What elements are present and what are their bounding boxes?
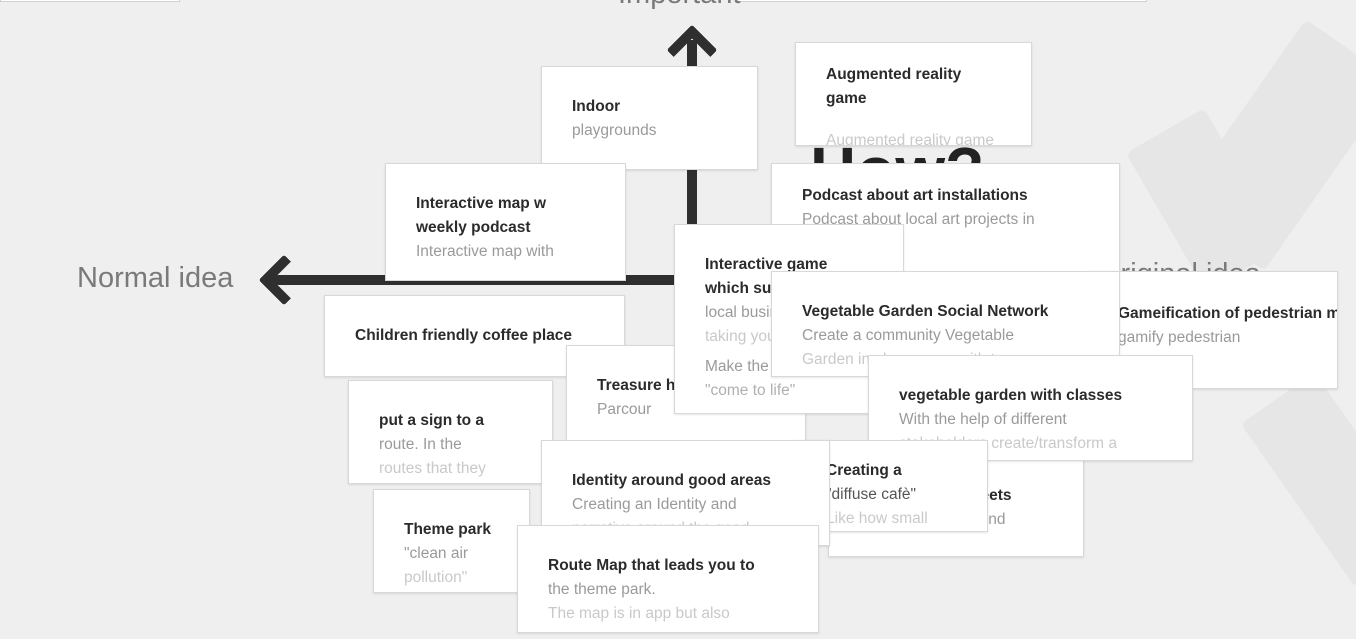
axis-label-left: Normal idea	[77, 262, 234, 294]
note-body-extra: routes that they	[379, 460, 486, 477]
note-title: Treasure hunt	[597, 377, 700, 394]
note-title: Gameification of pedestrian movementgive	[1118, 305, 1337, 322]
sticky-note[interactable]: Route Map that leads you to the theme pa…	[517, 525, 819, 633]
note-body-extra: The map is in app but also	[548, 605, 730, 622]
note-body: Creating an Identity and	[572, 496, 737, 513]
note-body-extra: Like how small	[826, 510, 928, 527]
note-title: vegetable garden with classes	[899, 387, 1123, 404]
sticky-note[interactable]: Indoor playgrounds	[541, 66, 758, 170]
note-body: the theme park.	[548, 581, 656, 598]
note-title: Theme park	[404, 521, 492, 538]
top-frame-right	[735, 0, 1147, 2]
sticky-note[interactable]: Theme park "clean air pollution" theme	[373, 489, 530, 593]
note-body: Parcour	[597, 401, 652, 418]
note-title: Route Map that leads you to	[548, 557, 755, 574]
note-title: Creating a	[826, 462, 902, 479]
background-shape	[1240, 372, 1356, 588]
note-body-secondary-extra: "come to life"	[705, 382, 796, 399]
note-body: Podcast about local art projects in	[802, 211, 1035, 228]
note-title: Podcast about art installations	[802, 187, 1028, 204]
top-frame-left	[0, 0, 180, 2]
note-title: Vegetable Garden Social Network	[802, 303, 1049, 320]
note-body: route. In the	[379, 436, 462, 453]
note-title: Identity around good areas	[572, 472, 771, 489]
note-body-extra: pollution" theme	[404, 569, 468, 586]
sticky-note[interactable]: Podcast about art installations Podcast …	[771, 163, 1120, 273]
note-body: Augmented reality game	[826, 132, 995, 146]
note-body: "clean air	[404, 545, 469, 562]
note-title: put a sign to a	[379, 412, 485, 429]
note-body: Create a community Vegetable	[802, 327, 1014, 344]
axis-label-top: Important	[618, 0, 741, 11]
note-title: Augmented reality game	[826, 66, 962, 107]
note-body: playgrounds	[572, 122, 657, 139]
sticky-note[interactable]: Interactive map w weekly podcast Interac…	[385, 163, 626, 281]
arrow-left-icon	[258, 254, 310, 306]
note-title: Interactive map w weekly podcast	[416, 195, 547, 236]
note-body: Interactive map with	[416, 243, 554, 260]
note-title: Children friendly coffee place	[355, 327, 573, 344]
note-body: With the help of different	[899, 411, 1067, 428]
note-body-extra: gamify pedestrian	[1118, 329, 1241, 346]
sticky-note[interactable]: put a sign to a route. In the routes tha…	[348, 380, 553, 484]
note-title: Indoor	[572, 98, 621, 115]
note-body: "diffuse cafè"	[826, 486, 916, 503]
sticky-note[interactable]: Augmented reality game Augmented reality…	[795, 42, 1032, 146]
